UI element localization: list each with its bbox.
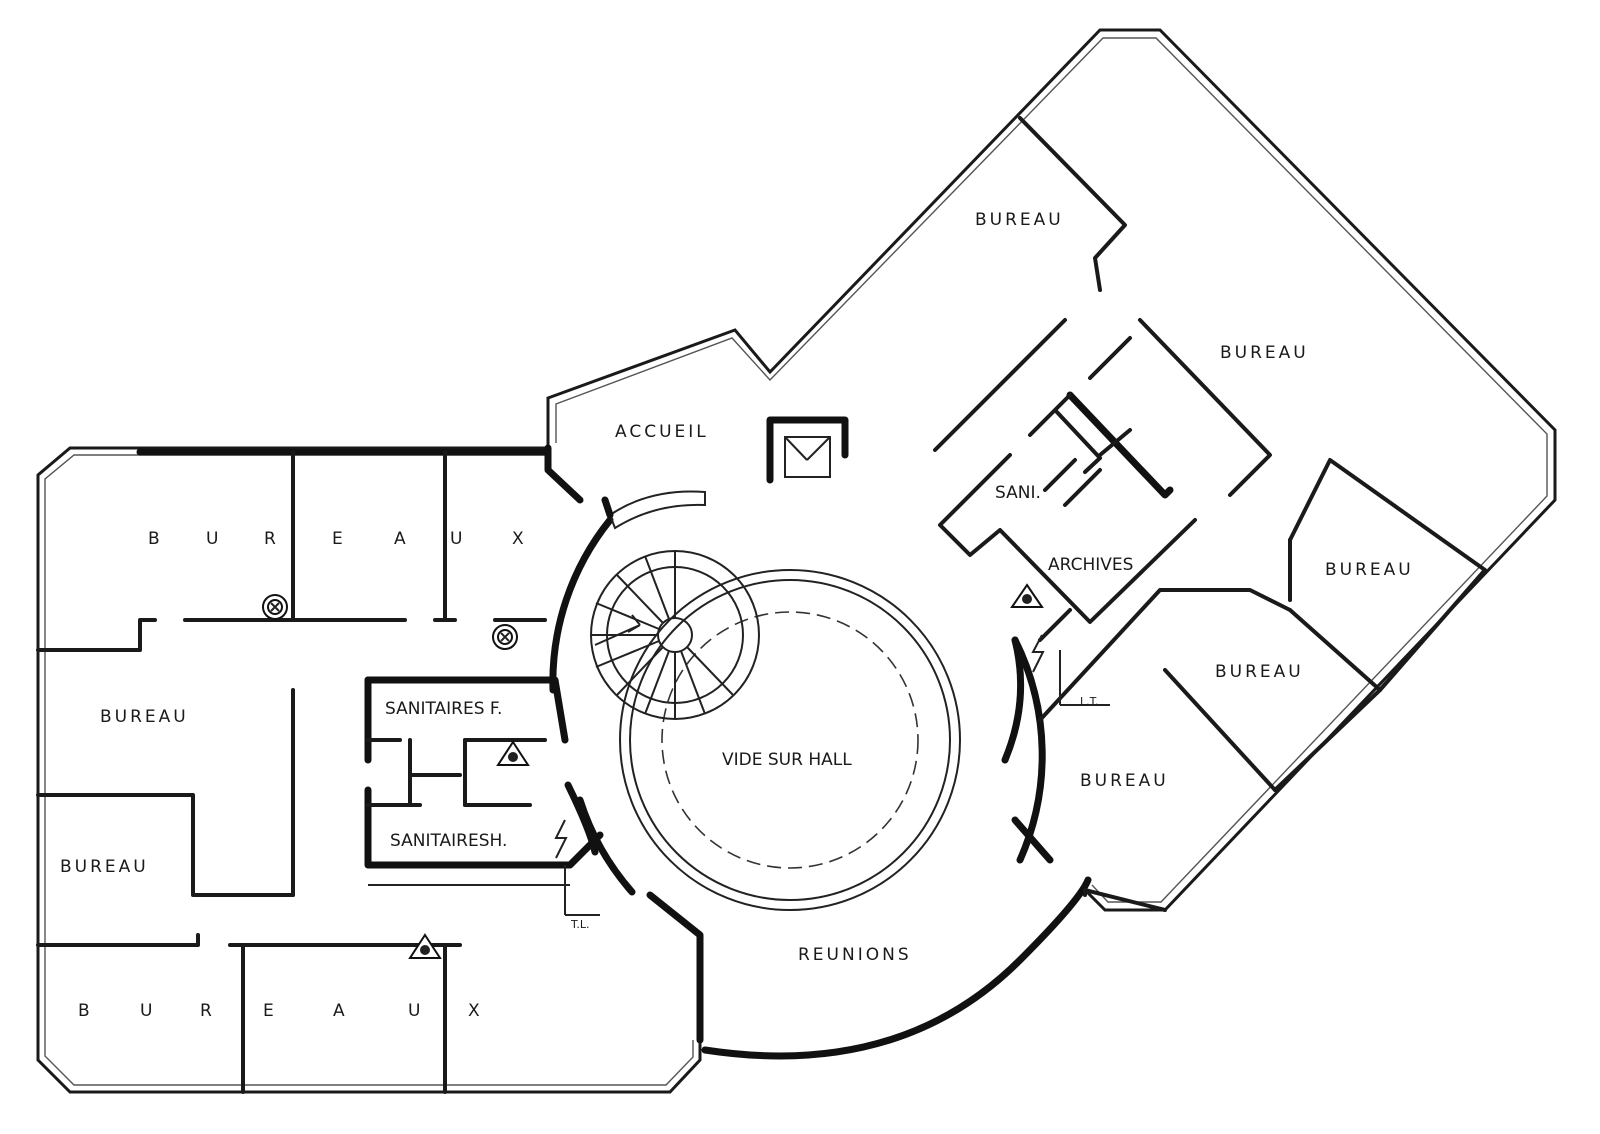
spiral-staircase [590, 550, 760, 720]
label-bureaux-top-5: U [450, 529, 465, 549]
east-wing-outline [546, 28, 1557, 912]
smoke-detector-icon [492, 624, 518, 650]
label-bureaux-bottom-1: U [140, 1001, 155, 1021]
label-bureaux-bottom-6: X [468, 1001, 483, 1021]
label-bureaux-top-0: B [148, 529, 163, 549]
label-sani: SANI. [995, 483, 1041, 503]
label-bureaux-top-4: A [394, 529, 409, 549]
electric-panel-icon [554, 819, 568, 859]
west-interior-walls [36, 450, 704, 1094]
reunions-curved-wall [701, 876, 1092, 1060]
label-bureaux-bottom-3: E [263, 1001, 277, 1021]
label-lt: L.T. [1080, 695, 1099, 708]
label-bureaux-bottom-4: A [333, 1001, 348, 1021]
label-bureaux-top-1: U [206, 529, 221, 549]
label-bureau-e3: BUREAU [1080, 771, 1169, 791]
fire-extinguisher-icon [496, 740, 530, 766]
rotunda [549, 490, 1046, 911]
label-bureau-e1: BUREAU [1325, 560, 1414, 580]
label-bureaux-bottom-2: R [200, 1001, 215, 1021]
label-accueil: ACCUEIL [615, 422, 709, 442]
sanitaires-block [364, 676, 604, 916]
west-wing-outline [36, 446, 702, 1094]
label-reunions: REUNIONS [798, 945, 912, 965]
label-bureaux-top-2: R [264, 529, 279, 549]
room-labels: B U R E A U X B U R E A U X BUREAU BUREA… [60, 210, 1414, 1021]
label-sanitaires-f: SANITAIRES F. [385, 699, 502, 719]
label-tl: T.L. [570, 918, 590, 931]
label-bureaux-bottom-0: B [78, 1001, 93, 1021]
label-bureaux-top-6: X [512, 529, 527, 549]
electric-panel-icon [1031, 634, 1045, 673]
label-bureau-left-low: BUREAU [60, 857, 149, 877]
label-archives: ARCHIVES [1048, 555, 1133, 575]
lift-shaft [766, 416, 849, 484]
smoke-detector-icon [262, 594, 288, 620]
label-bureau-ne-mid: BUREAU [1220, 343, 1309, 363]
fire-extinguisher-icon [1010, 583, 1044, 608]
east-interior-walls [933, 116, 1487, 912]
fire-extinguisher-icon [408, 933, 442, 959]
label-bureaux-bottom-5: U [408, 1001, 423, 1021]
label-bureau-ne-top: BUREAU [975, 210, 1064, 230]
label-sanitaires-h: SANITAIRESH. [390, 831, 507, 851]
label-bureaux-top-3: E [332, 529, 346, 549]
label-vide-sur-hall: VIDE SUR HALL [722, 750, 852, 770]
label-bureau-e2: BUREAU [1215, 662, 1304, 682]
label-bureau-left: BUREAU [100, 707, 189, 727]
accueil-wall [544, 444, 614, 519]
